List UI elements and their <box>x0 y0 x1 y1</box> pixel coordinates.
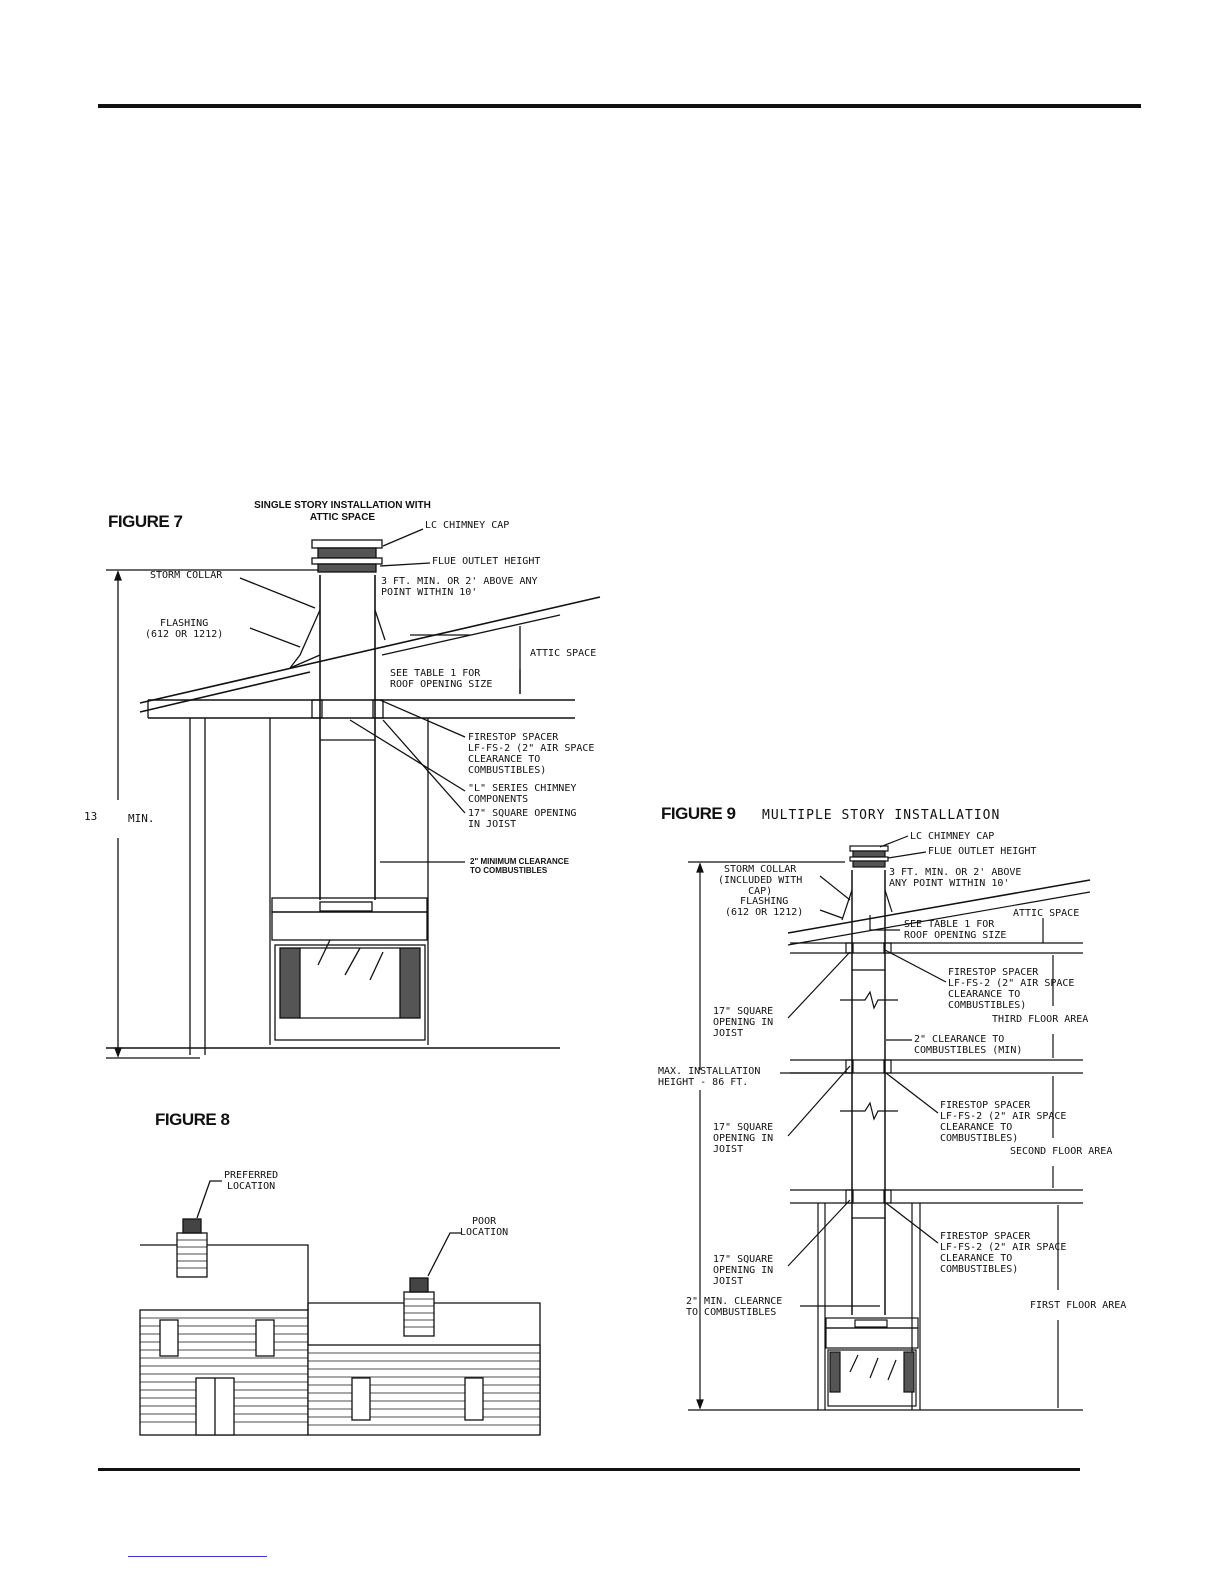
figure-7-storm-label: STORM COLLAR <box>150 570 223 581</box>
figure-7-clearance-label: 2" MINIMUM CLEARANCE TO COMBUSTIBLES <box>470 857 569 875</box>
figure-8-poor-label: POOR LOCATION <box>460 1216 509 1238</box>
figure-9-second-label: SECOND FLOOR AREA <box>1010 1146 1113 1157</box>
figure-9-min3-label: 3 FT. MIN. OR 2' ABOVE ANY POINT WITHIN … <box>889 867 1022 889</box>
header-rule <box>98 104 1141 108</box>
footer-rule <box>98 1468 1080 1471</box>
figure-9-storm-label: STORM COLLAR (INCLUDED WITH CAP) <box>718 864 803 897</box>
figure-7-opening-label: 17" SQUARE OPENING IN JOIST <box>468 808 577 830</box>
figure-7-attic-label: ATTIC SPACE <box>530 648 597 659</box>
footer-link-underline <box>128 1556 267 1557</box>
figure-7-heading: SINGLE STORY INSTALLATION WITH ATTIC SPA… <box>254 500 431 523</box>
figure-9-firestop2-label: FIRESTOP SPACER LF-FS-2 (2" AIR SPACE CL… <box>940 1100 1067 1144</box>
figure-7-series-label: "L" SERIES CHIMNEY COMPONENTS <box>468 783 577 805</box>
figure-9-cap-label: LC CHIMNEY CAP <box>910 831 995 842</box>
figure-9-minclr-label: 2" MIN. CLEARNCE TO COMBUSTIBLES <box>686 1296 783 1318</box>
figure-7-min3-label: 3 FT. MIN. OR 2' ABOVE ANY POINT WITHIN … <box>381 576 538 598</box>
figure-9-first-label: FIRST FLOOR AREA <box>1030 1300 1127 1311</box>
figure-7-table-label: SEE TABLE 1 FOR ROOF OPENING SIZE <box>390 668 493 690</box>
figure-9-flue-label: FLUE OUTLET HEIGHT <box>928 846 1037 857</box>
figure-9-maxh-label: MAX. INSTALLATION HEIGHT - 86 FT. <box>658 1066 761 1088</box>
figure-7-flashing-label: FLASHING (612 OR 1212) <box>145 618 224 640</box>
figure-9-opening2-label: 17" SQUARE OPENING IN JOIST <box>713 1122 774 1155</box>
figure-9-clear2-label: 2" CLEARANCE TO COMBUSTIBLES (MIN) <box>914 1034 1023 1056</box>
figure-7-height-label: 13 <box>84 810 98 823</box>
figure-9-title: FIGURE 9 <box>661 804 736 823</box>
figure-9-flashing-label: FLASHING (612 OR 1212) <box>725 896 804 918</box>
figure-8-title: FIGURE 8 <box>155 1110 230 1129</box>
figure-9-firestop1-label: FIRESTOP SPACER LF-FS-2 (2" AIR SPACE CL… <box>948 967 1075 1011</box>
figure-7-flue-label: FLUE OUTLET HEIGHT <box>432 556 541 567</box>
figure-9-opening1-label: 17" SQUARE OPENING IN JOIST <box>713 1006 774 1039</box>
figure-9-opening3-label: 17" SQUARE OPENING IN JOIST <box>713 1254 774 1287</box>
figure-7-title: FIGURE 7 <box>108 512 183 531</box>
figure-9-firestop3-label: FIRESTOP SPACER LF-FS-2 (2" AIR SPACE CL… <box>940 1231 1067 1275</box>
figure-7-cap-label: LC CHIMNEY CAP <box>425 520 510 531</box>
figure-7-min-label: MIN. <box>128 812 155 825</box>
figure-9-table-label: SEE TABLE 1 FOR ROOF OPENING SIZE <box>904 919 1007 941</box>
figure-7-firestop-label: FIRESTOP SPACER LF-FS-2 (2" AIR SPACE CL… <box>468 732 595 776</box>
figure-8-preferred-label: PREFERRED LOCATION <box>224 1170 279 1192</box>
figure-9-attic-label: ATTIC SPACE <box>1013 908 1080 919</box>
figure-9-third-label: THIRD FLOOR AREA <box>992 1014 1089 1025</box>
figure-9-heading: MULTIPLE STORY INSTALLATION <box>762 808 1001 823</box>
